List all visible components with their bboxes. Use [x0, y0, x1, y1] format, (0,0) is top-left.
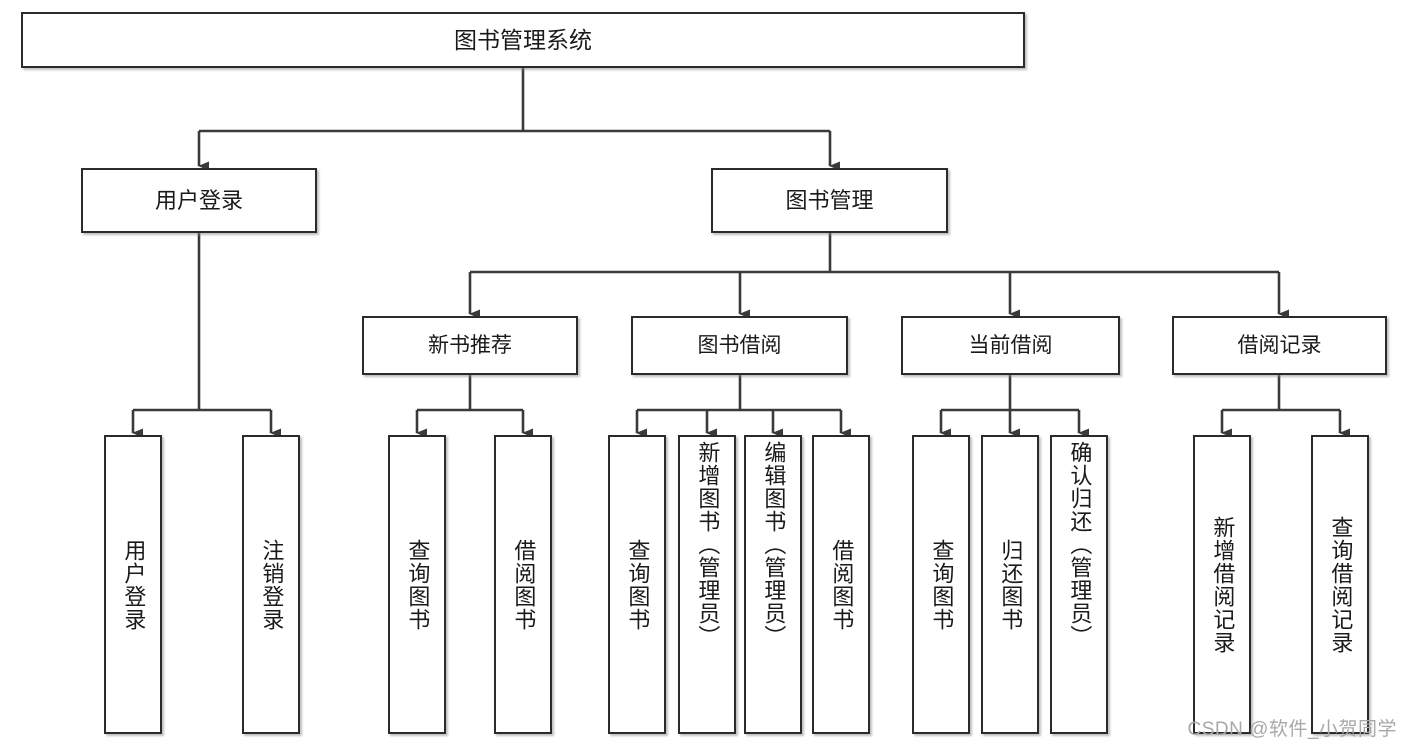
csdn-watermark: CSDN @软件_小贺同学	[1187, 719, 1397, 740]
node-label: 确认归还（管理员）	[1067, 441, 1093, 648]
node-leaf-borrow-book[interactable]: 借阅图书	[812, 435, 870, 734]
node-leaf-query-book-recommend[interactable]: 查询图书	[388, 435, 446, 734]
node-borrow-record[interactable]: 借阅记录	[1172, 316, 1387, 375]
node-label: 新增图书（管理员）	[695, 441, 721, 648]
node-book-borrow[interactable]: 图书借阅	[631, 316, 848, 375]
node-leaf-edit-book-admin[interactable]: 编辑图书（管理员）	[744, 435, 802, 734]
node-label: 借阅图书	[829, 538, 855, 631]
node-current-borrow[interactable]: 当前借阅	[901, 316, 1120, 375]
leaf-text-wrap: 查询图书	[610, 437, 664, 732]
leaf-text-wrap: 归还图书	[983, 437, 1037, 732]
node-leaf-query-borrow-record[interactable]: 查询借阅记录	[1311, 435, 1369, 734]
leaf-text-wrap: 借阅图书	[496, 437, 550, 732]
node-label: 用户登录	[154, 187, 243, 213]
leaf-text-wrap: 新增借阅记录	[1195, 437, 1249, 732]
leaf-text-wrap: 查询借阅记录	[1313, 437, 1367, 732]
node-label: 新书推荐	[428, 334, 512, 357]
leaf-text-wrap: 查询图书	[390, 437, 444, 732]
node-label: 查询借阅记录	[1328, 515, 1354, 654]
node-label: 注销登录	[259, 538, 285, 631]
node-label: 编辑图书（管理员）	[761, 441, 787, 648]
leaf-text-wrap: 注销登录	[244, 437, 298, 732]
node-label: 图书借阅	[697, 334, 782, 357]
node-user-login[interactable]: 用户登录	[81, 168, 317, 233]
node-leaf-query-book-borrow[interactable]: 查询图书	[608, 435, 666, 734]
node-label: 借阅记录	[1237, 334, 1322, 357]
node-leaf-logout[interactable]: 注销登录	[242, 435, 300, 734]
node-new-book-recommend[interactable]: 新书推荐	[362, 316, 578, 375]
leaf-text-wrap: 编辑图书（管理员）	[746, 437, 800, 736]
node-label: 图书管理系统	[454, 26, 592, 53]
node-leaf-user-login[interactable]: 用户登录	[104, 435, 162, 734]
node-label: 归还图书	[998, 538, 1024, 631]
node-label: 图书管理	[785, 187, 874, 213]
node-leaf-confirm-return-admin[interactable]: 确认归还（管理员）	[1050, 435, 1108, 734]
node-label: 查询图书	[625, 538, 651, 631]
leaf-text-wrap: 新增图书（管理员）	[680, 437, 734, 736]
leaf-text-wrap: 用户登录	[106, 437, 160, 732]
node-leaf-query-book-current[interactable]: 查询图书	[912, 435, 970, 734]
leaf-text-wrap: 确认归还（管理员）	[1052, 437, 1106, 736]
node-label: 当前借阅	[968, 334, 1053, 357]
node-label: 借阅图书	[511, 538, 537, 631]
node-label: 查询图书	[929, 538, 955, 631]
node-leaf-borrow-book-recommend[interactable]: 借阅图书	[494, 435, 552, 734]
node-root-system[interactable]: 图书管理系统	[21, 12, 1025, 68]
node-label: 新增借阅记录	[1210, 515, 1236, 654]
node-label: 用户登录	[121, 538, 147, 631]
node-label: 查询图书	[405, 538, 431, 631]
node-leaf-add-borrow-record[interactable]: 新增借阅记录	[1193, 435, 1251, 734]
node-book-management[interactable]: 图书管理	[711, 168, 948, 233]
leaf-text-wrap: 查询图书	[914, 437, 968, 732]
leaf-text-wrap: 借阅图书	[814, 437, 868, 732]
node-leaf-return-book[interactable]: 归还图书	[981, 435, 1039, 734]
node-leaf-add-book-admin[interactable]: 新增图书（管理员）	[678, 435, 736, 734]
